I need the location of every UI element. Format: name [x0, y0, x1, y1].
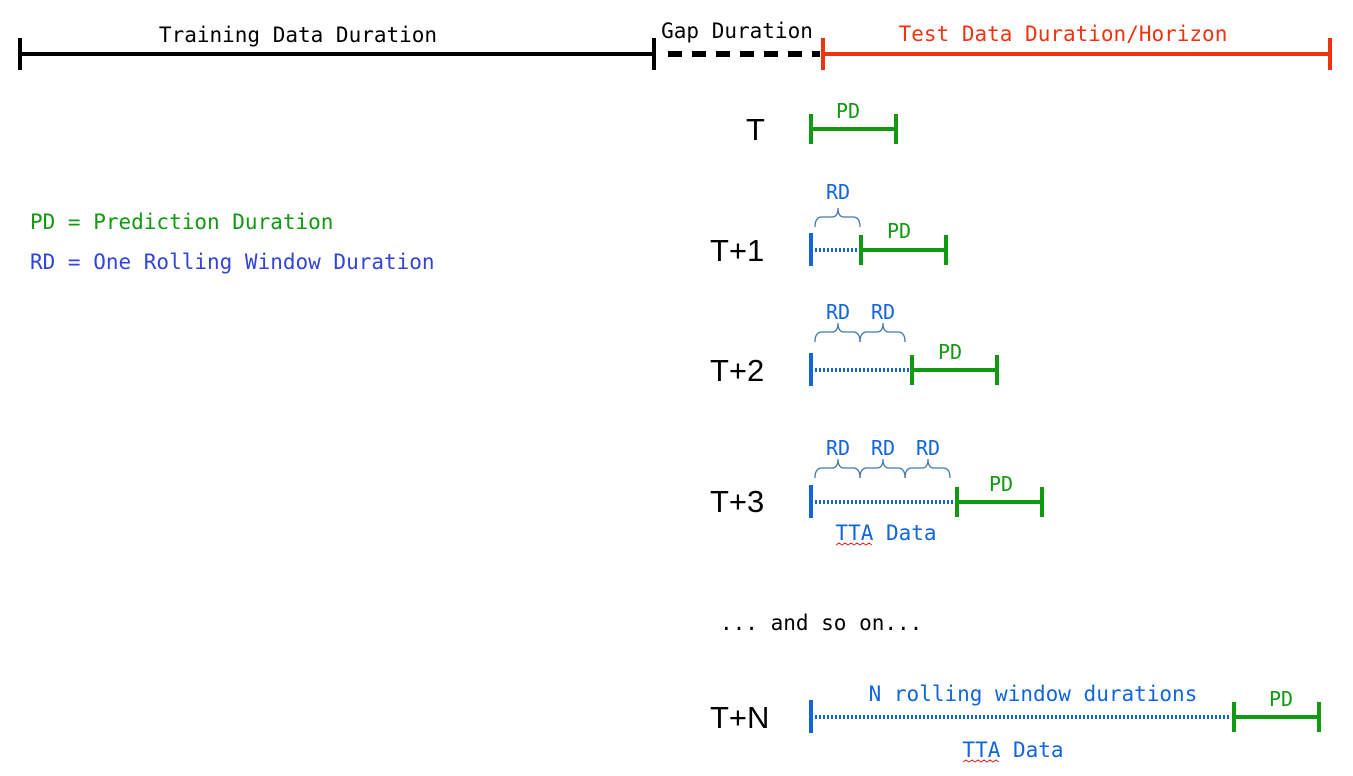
row-t3-pd-label: PD [989, 472, 1013, 496]
row-t2-rd-brace-2 [859, 322, 906, 343]
row-t3-rd-brace-1 [814, 458, 861, 479]
row-tn-tta-label: TTA Data [962, 738, 1063, 762]
test-timeline [821, 38, 1332, 70]
row-t3-rd-label-3: RD [916, 436, 940, 460]
row-t2-pd-segment [910, 355, 999, 385]
row-t-label: T [746, 112, 765, 147]
test-label: Test Data Duration/Horizon [899, 22, 1228, 46]
and-so-on-text: ... and so on... [720, 611, 922, 635]
row-t1-label: T+1 [710, 233, 764, 268]
row-tn-label: T+N [710, 700, 769, 735]
row-t1-rd-brace [814, 207, 861, 228]
row-t3-rd-label-1: RD [826, 436, 850, 460]
row-t-pd-label: PD [836, 99, 860, 123]
gap-label: Gap Duration [661, 19, 813, 43]
row-t3-rd-brace-2 [859, 458, 906, 479]
legend-pd: PD = Prediction Duration [30, 210, 333, 234]
row-t1-pd-segment [859, 235, 948, 265]
row-t2-pd-label: PD [938, 340, 962, 364]
legend-rd: RD = One Rolling Window Duration [30, 250, 435, 274]
row-tn-pd-label: PD [1269, 687, 1293, 711]
row-t2-rd-label-2: RD [871, 300, 895, 324]
row-t3-label: T+3 [710, 484, 764, 519]
row-tn-spellcheck-squiggle [962, 759, 1000, 763]
row-t2-rd-brace-1 [814, 322, 861, 343]
row-t3-tta-label: TTA Data [835, 521, 936, 545]
row-t-pd-segment [809, 114, 898, 144]
row-t1-rd-label: RD [826, 180, 850, 204]
row-tn-pd-segment [1232, 702, 1321, 732]
row-tn-rd-text: N rolling window durations [869, 682, 1198, 706]
training-timeline [18, 38, 656, 70]
row-t3-rd-label-2: RD [871, 436, 895, 460]
row-t2-rd-label-1: RD [826, 300, 850, 324]
training-label: Training Data Duration [159, 23, 437, 47]
row-t2-label: T+2 [710, 353, 764, 388]
row-t3-rd-brace-3 [904, 458, 951, 479]
row-t3-spellcheck-squiggle [835, 542, 873, 546]
row-t3-pd-segment [955, 487, 1044, 517]
row-t1-pd-label: PD [887, 219, 911, 243]
